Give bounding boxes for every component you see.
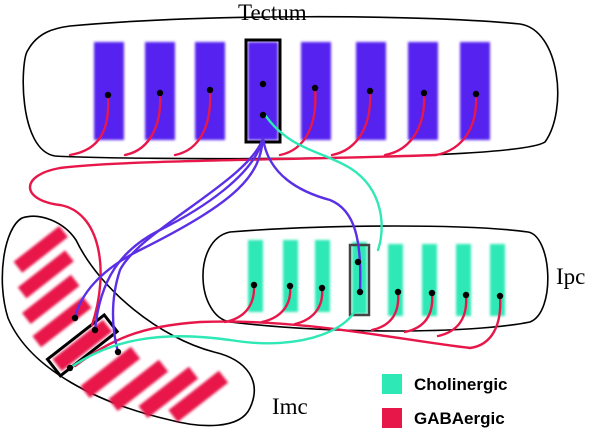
ipc-soma	[462, 291, 470, 299]
imc-label: Imc	[272, 394, 308, 419]
ipc-neuron	[456, 244, 471, 316]
ipc-soma	[356, 288, 364, 296]
imc-neuron	[168, 370, 229, 423]
ipc-neuron	[490, 244, 505, 316]
tectal-neuron	[94, 42, 124, 140]
ipc-soma	[354, 258, 362, 266]
ipc-soma	[496, 292, 504, 300]
ipc-neuron	[248, 240, 263, 312]
legend: Cholinergic GABAergic	[382, 374, 508, 428]
legend-label-gabaergic: GABAergic	[414, 409, 505, 428]
ipc-neuron	[422, 244, 437, 316]
legend-swatch-gabaergic	[382, 408, 402, 428]
imc-neuron	[52, 319, 113, 372]
imc-neuron	[13, 226, 68, 273]
ipc-neuron	[388, 244, 403, 316]
tectum-label: Tectum	[238, 0, 307, 25]
gabaergic-projections-to-tectum	[29, 86, 478, 327]
ipc-neuron	[315, 240, 330, 312]
tectal-neurons	[94, 42, 490, 140]
ipc-soma	[394, 288, 402, 296]
legend-label-cholinergic: Cholinergic	[414, 375, 508, 394]
ipc-soma	[428, 289, 436, 297]
tectal-soma	[156, 89, 164, 97]
imc-soma	[91, 326, 99, 334]
tectal-soma	[259, 80, 267, 88]
highlighted-imc-neuron-frame	[45, 312, 120, 378]
ipc-neuron	[283, 240, 298, 312]
imc-neurons	[13, 226, 229, 423]
tectal-axons	[73, 136, 362, 354]
imc-neuron	[17, 250, 74, 299]
tectal-soma	[366, 87, 374, 95]
tectal-soma	[420, 89, 428, 97]
imc-neuron	[138, 366, 199, 419]
ipc-label: Ipc	[556, 264, 585, 289]
ipc-soma	[286, 282, 294, 290]
tectal-soma	[206, 86, 214, 94]
soma-dots	[66, 80, 504, 372]
imc-neuron	[22, 274, 80, 324]
ipc-soma	[318, 284, 326, 292]
imc-neuron	[80, 346, 141, 399]
tectal-soma	[311, 84, 319, 92]
imc-soma	[71, 314, 79, 322]
legend-swatch-cholinergic	[382, 374, 402, 394]
imc-soma	[114, 348, 122, 356]
ipc-soma	[250, 281, 258, 289]
tectal-soma	[472, 90, 480, 98]
cholinergic-projections	[68, 113, 383, 370]
imc-soma	[66, 364, 74, 372]
gabaergic-projections-to-ipc	[73, 283, 502, 368]
imc-neuron	[108, 359, 169, 412]
tectal-soma	[104, 91, 112, 99]
tectal-soma	[259, 111, 267, 119]
